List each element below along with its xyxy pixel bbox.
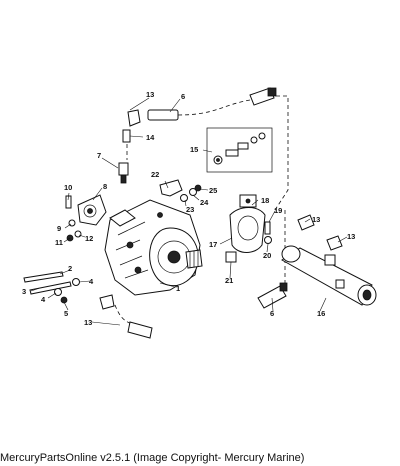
callout-20: 20	[263, 251, 271, 260]
callout-13: 13	[146, 90, 154, 99]
callout-17: 17	[209, 240, 217, 249]
callout-13c: 13	[312, 215, 320, 224]
callout-23: 23	[186, 205, 194, 214]
hose-clamp	[229, 194, 266, 253]
callout-14: 14	[146, 133, 155, 142]
adapter-flange	[77, 194, 107, 226]
callout-leaders	[30, 97, 348, 326]
callout-4: 4	[89, 277, 94, 286]
callout-22: 22	[151, 170, 159, 179]
callout-10: 10	[64, 183, 72, 192]
callout-3: 3	[22, 287, 26, 296]
fasteners-right	[225, 221, 272, 263]
callout-19: 19	[274, 206, 282, 215]
upper-hose-fitting	[249, 87, 277, 106]
callout-4b: 4	[41, 295, 46, 304]
callout-16: 16	[317, 309, 325, 318]
fitting-kit-box	[206, 127, 273, 173]
right-fittings	[297, 214, 343, 251]
lower-left-hose-fitting	[99, 294, 153, 339]
bracket-and-hardware	[159, 179, 202, 202]
callout-15: 15	[190, 145, 198, 154]
callout-6b: 6	[270, 309, 274, 318]
callout-7: 7	[97, 151, 101, 160]
callout-21: 21	[225, 276, 233, 285]
exploded-parts-diagram: 13 6 7 14 15 22 23 24 25 8 10 9 11 12 2 …	[22, 87, 377, 339]
callout-1: 1	[176, 284, 180, 293]
callout-25: 25	[209, 186, 217, 195]
callout-labels: 13 6 7 14 15 22 23 24 25 8 10 9 11 12 2 …	[22, 90, 355, 327]
oil-cooler	[281, 245, 377, 306]
callout-11: 11	[55, 238, 63, 247]
lower-hose-fitting	[257, 282, 288, 309]
sensor-and-fittings	[118, 109, 179, 184]
callout-6: 6	[181, 92, 185, 101]
callout-8: 8	[103, 182, 107, 191]
callout-5: 5	[64, 309, 68, 318]
copyright-footer: MercuryPartsOnline v2.5.1 (Image Copyrig…	[0, 452, 305, 464]
callout-13b: 13	[84, 318, 92, 327]
callout-24: 24	[200, 198, 209, 207]
callout-13d: 13	[347, 232, 355, 241]
callout-2: 2	[68, 264, 72, 273]
mounting-bolts	[23, 195, 82, 304]
transmission-housing	[104, 199, 203, 296]
callout-12: 12	[85, 234, 93, 243]
callout-9: 9	[57, 224, 61, 233]
callout-18: 18	[261, 196, 269, 205]
